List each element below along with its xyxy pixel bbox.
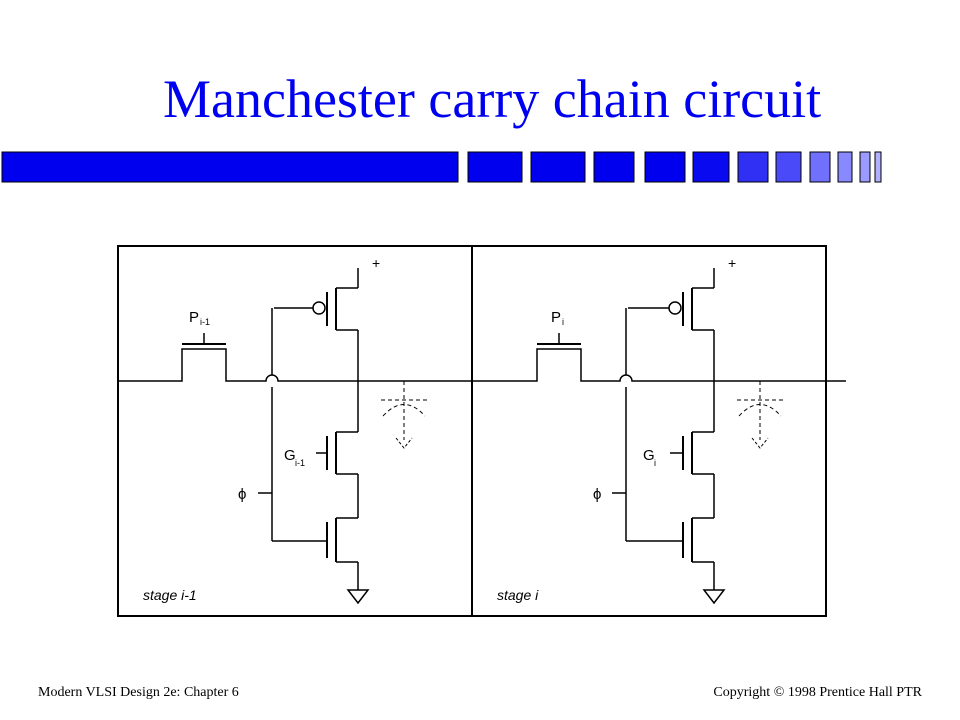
p-label: P: [551, 309, 561, 326]
p-sub-label: i: [562, 317, 564, 327]
ground-symbol: [702, 589, 726, 605]
stage-right: + P i G i ϕ stage i: [497, 255, 783, 605]
p-label: P: [189, 309, 199, 326]
g-label: G: [643, 447, 655, 464]
bar-segment: [809, 151, 831, 183]
ground-symbol: [346, 589, 370, 605]
bar-segment: [1, 151, 459, 183]
phi-label: ϕ: [593, 486, 601, 503]
carry-chain-line: [118, 348, 846, 382]
pmos-bubble: [312, 301, 326, 315]
phi-label: ϕ: [238, 486, 246, 503]
footer-copyright: Copyright © 1998 Prentice Hall PTR: [713, 685, 922, 700]
g-sub-label: i-1: [295, 458, 305, 468]
bar-segment: [837, 151, 853, 183]
supply-label: +: [728, 255, 736, 271]
stage-label: stage i-1: [143, 587, 197, 603]
p-sub-label: i-1: [200, 317, 210, 327]
bar-segment: [859, 151, 871, 183]
supply-label: +: [372, 255, 380, 271]
footer-course: Modern VLSI Design 2e: Chapter 6: [38, 685, 239, 700]
slide-title: Manchester carry chain circuit: [163, 69, 822, 129]
bar-segment: [692, 151, 730, 183]
g-sub-label: i: [654, 458, 656, 468]
bar-segment: [775, 151, 802, 183]
stage-label: stage i: [497, 587, 539, 603]
bar-segment: [467, 151, 523, 183]
bar-segment: [737, 151, 769, 183]
stage-left: + P i-1 G i-1 ϕ stage i-1: [143, 255, 427, 605]
bar-segment: [644, 151, 686, 183]
bar-segment: [530, 151, 586, 183]
bar-segment: [874, 151, 882, 183]
decorative-title-bar: [1, 151, 882, 183]
g-label: G: [284, 447, 296, 464]
bar-segment: [593, 151, 635, 183]
pmos-bubble: [668, 301, 682, 315]
